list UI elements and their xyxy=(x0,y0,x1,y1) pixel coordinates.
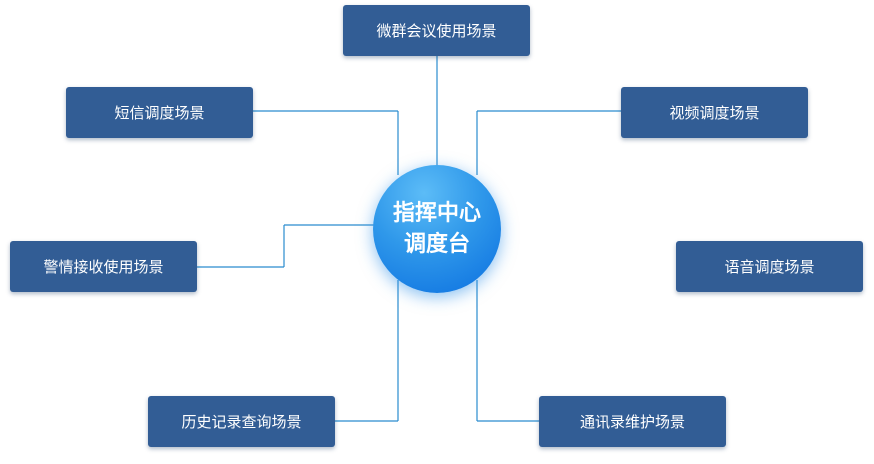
hub-title-line-2: 调度台 xyxy=(403,232,470,257)
hub-title-line-1: 指挥中心 xyxy=(392,201,481,226)
scene-wechat-meeting[interactable]: 微群会议使用场景 xyxy=(343,5,530,56)
dispatch-center-hub[interactable]: 指挥中心 调度台 xyxy=(373,165,501,293)
scene-alarm-receive[interactable]: 警情接收使用场景 xyxy=(10,241,197,292)
scene-history-query[interactable]: 历史记录查询场景 xyxy=(148,396,335,447)
scene-voice-dispatch[interactable]: 语音调度场景 xyxy=(676,241,863,292)
scene-contacts-maintenance[interactable]: 通讯录维护场景 xyxy=(539,396,726,447)
scene-video-dispatch[interactable]: 视频调度场景 xyxy=(621,87,808,138)
scene-sms-dispatch[interactable]: 短信调度场景 xyxy=(66,87,253,138)
